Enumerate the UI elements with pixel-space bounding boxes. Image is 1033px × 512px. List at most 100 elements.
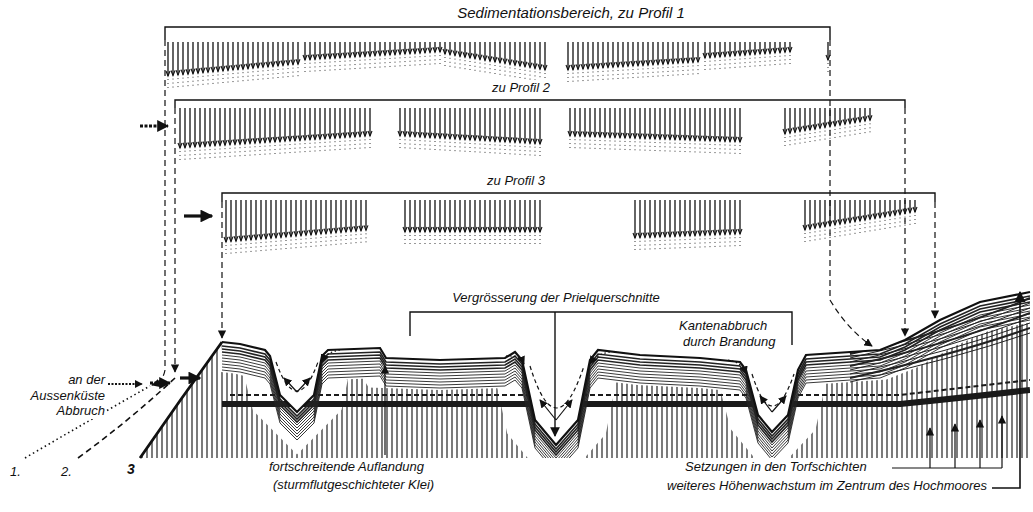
sediment-dots [485, 63, 486, 72]
arrow-shaft [272, 42, 273, 66]
sediment-dots [740, 145, 741, 154]
arrow-shaft [577, 42, 578, 69]
sediment-dots [700, 239, 701, 248]
sediment-dots [505, 235, 506, 244]
arrow-shaft [404, 108, 405, 136]
sediment-arrow [638, 200, 642, 250]
clay-stratum [222, 308, 1030, 461]
sediment-dots [251, 243, 252, 252]
sediment-arrow [338, 108, 342, 150]
arrow-head [508, 59, 512, 64]
arrow-shaft [539, 108, 540, 144]
arrow-shaft [682, 42, 683, 63]
sediment-dots [435, 141, 436, 150]
sediment-arrow [188, 108, 192, 159]
arrow-head [458, 227, 462, 232]
arrow-shaft [504, 200, 505, 232]
arrow-shaft [499, 108, 500, 142]
sediment-arrow [251, 42, 255, 80]
sediment-dots [480, 63, 481, 72]
arrow-head [648, 134, 652, 139]
sediment-dots [573, 73, 574, 82]
sediment-dots [655, 240, 656, 249]
sediment-arrow [344, 200, 348, 244]
arrow-head [658, 232, 662, 237]
arrow-shaft [247, 42, 248, 69]
sediment-dots [325, 62, 326, 71]
sediment-arrow [666, 42, 670, 76]
arrow-head [538, 139, 542, 144]
sediment-arrow [359, 200, 363, 243]
sediment-dots [840, 227, 841, 236]
sediment-arrow [728, 108, 732, 154]
sediment-arrow [783, 42, 787, 64]
arrow-shaft [719, 108, 720, 141]
arrow-shaft [819, 200, 820, 228]
arrow-head [568, 131, 572, 136]
arrow-shaft [484, 42, 485, 60]
sediment-dots [245, 147, 246, 156]
channel-note: Vergrösserung der Prielquerschnitte [449, 290, 663, 306]
arrow-head [308, 135, 312, 140]
sediment-arrow [353, 108, 357, 149]
arrow-head [348, 132, 352, 137]
sediment-arrow [413, 200, 417, 244]
sediment-dots [243, 72, 244, 81]
sediment-dots [715, 144, 716, 153]
sediment-dots [405, 57, 406, 66]
sediment-arrow [498, 42, 502, 75]
sediment-dots [820, 131, 821, 140]
coast-note: an der Aussenküste Abbruch [12, 372, 106, 419]
sediment-arrow [328, 42, 332, 71]
arrow-head [578, 131, 582, 136]
sediment-arrow [228, 108, 232, 157]
sediment-dots [200, 150, 201, 159]
sediment-dots [301, 239, 302, 248]
sediment-arrow [703, 108, 707, 153]
sediment-dots [350, 140, 351, 149]
sediment-arrow [223, 108, 227, 157]
arrow-head [828, 122, 832, 127]
sediment-arrow [201, 42, 205, 85]
sediment-arrow [218, 108, 222, 157]
arrow-head [408, 132, 412, 137]
sediment-dots [260, 146, 261, 155]
sediment-dots [695, 239, 696, 248]
sediment-arrow [211, 42, 215, 84]
sediment-dots [276, 241, 277, 250]
arrow-head [203, 141, 207, 146]
sediment-arrow [266, 42, 270, 79]
sediment-arrow [261, 42, 265, 79]
arrow-head [256, 63, 260, 68]
sediment-arrow [226, 42, 230, 83]
arrow-head [653, 232, 657, 237]
sediment-arrow [636, 42, 640, 78]
arrow-shaft [329, 108, 330, 139]
arrow-shaft [524, 108, 525, 143]
arrow-shaft [267, 42, 268, 67]
arrow-shaft [222, 42, 223, 71]
arrow-head [348, 52, 352, 57]
sediment-arrow [348, 42, 352, 69]
arrow-head [723, 136, 727, 141]
sediment-dots [515, 235, 516, 244]
sediment-dots [415, 140, 416, 149]
arrow-shaft [290, 200, 291, 237]
sediment-dots [580, 139, 581, 148]
brackets [165, 27, 935, 436]
settling-note: Setzungen in den Torfschichten [684, 459, 868, 475]
arrow-head [281, 61, 285, 66]
arrow-head [683, 231, 687, 236]
arrow-head [339, 227, 343, 232]
arrow-shaft [489, 42, 490, 61]
arrow-head [373, 51, 377, 56]
sediment-arrow [793, 108, 797, 144]
sediment-dots [405, 235, 406, 244]
sediment-dots [740, 59, 741, 68]
arrow-shaft [409, 108, 410, 137]
sediment-dots [445, 57, 446, 66]
arrow-head [498, 58, 502, 63]
sediment-arrow [453, 42, 457, 68]
sediment-dots [495, 65, 496, 74]
sediment-arrow [324, 200, 328, 246]
